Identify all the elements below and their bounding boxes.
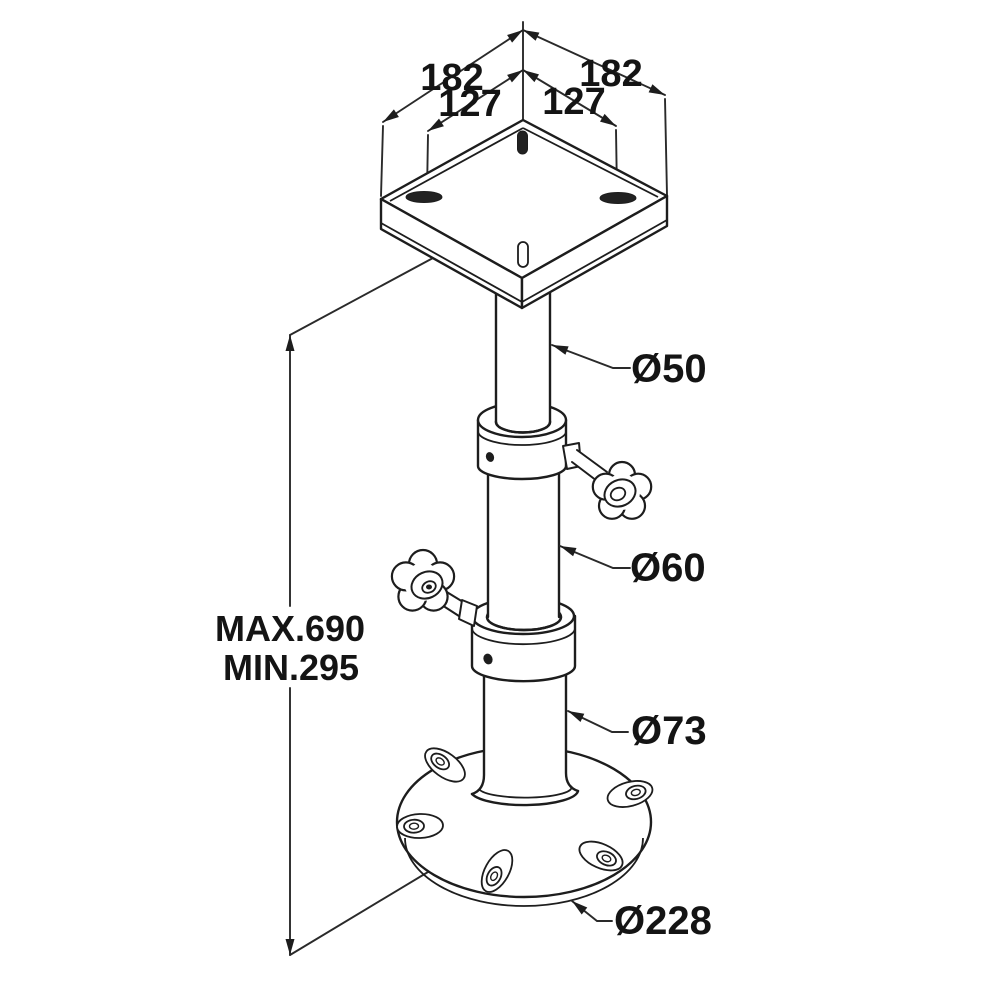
base-screw-recess xyxy=(480,849,514,893)
dim-label-182-left: 182 xyxy=(420,57,483,99)
base-screw-recess xyxy=(578,840,624,872)
mounting-plate xyxy=(379,118,669,310)
dim-label-dia-73: Ø73 xyxy=(631,709,707,753)
dim-label-height-min: MIN.295 xyxy=(223,647,359,688)
plate-slot-top xyxy=(517,130,528,155)
upper-knob-assembly xyxy=(562,442,653,520)
base-screw-recess xyxy=(424,747,466,783)
star-knob xyxy=(390,548,456,612)
dimension-lines xyxy=(289,21,668,956)
diameter-leaders xyxy=(551,344,631,922)
dimension-labels: 182 182 127 127 MAX.690 MIN.295 Ø50 Ø60 … xyxy=(215,53,712,943)
dim-label-dia-50: Ø50 xyxy=(631,347,707,391)
dimension-arrowheads xyxy=(285,30,665,955)
lower-knob-assembly xyxy=(390,548,478,627)
dim-label-127-right: 127 xyxy=(542,81,605,123)
clamp-screw-hole xyxy=(485,452,495,462)
base-screw-recess xyxy=(396,813,444,839)
clamp-screw-hole xyxy=(483,653,493,665)
dim-label-height-max: MAX.690 xyxy=(215,608,365,649)
dim-label-dia-60: Ø60 xyxy=(630,546,706,590)
dim-label-127-left: 127 xyxy=(438,83,501,125)
plate-slot-right xyxy=(599,192,637,204)
star-knob xyxy=(591,460,653,520)
base-screw-recess xyxy=(606,780,654,808)
plate-slot-left xyxy=(405,191,443,203)
dim-label-182-right: 182 xyxy=(579,53,642,95)
dim-label-dia-228: Ø228 xyxy=(614,899,712,943)
bottom-tube xyxy=(470,654,580,807)
plate-slot-bottom xyxy=(517,241,529,268)
